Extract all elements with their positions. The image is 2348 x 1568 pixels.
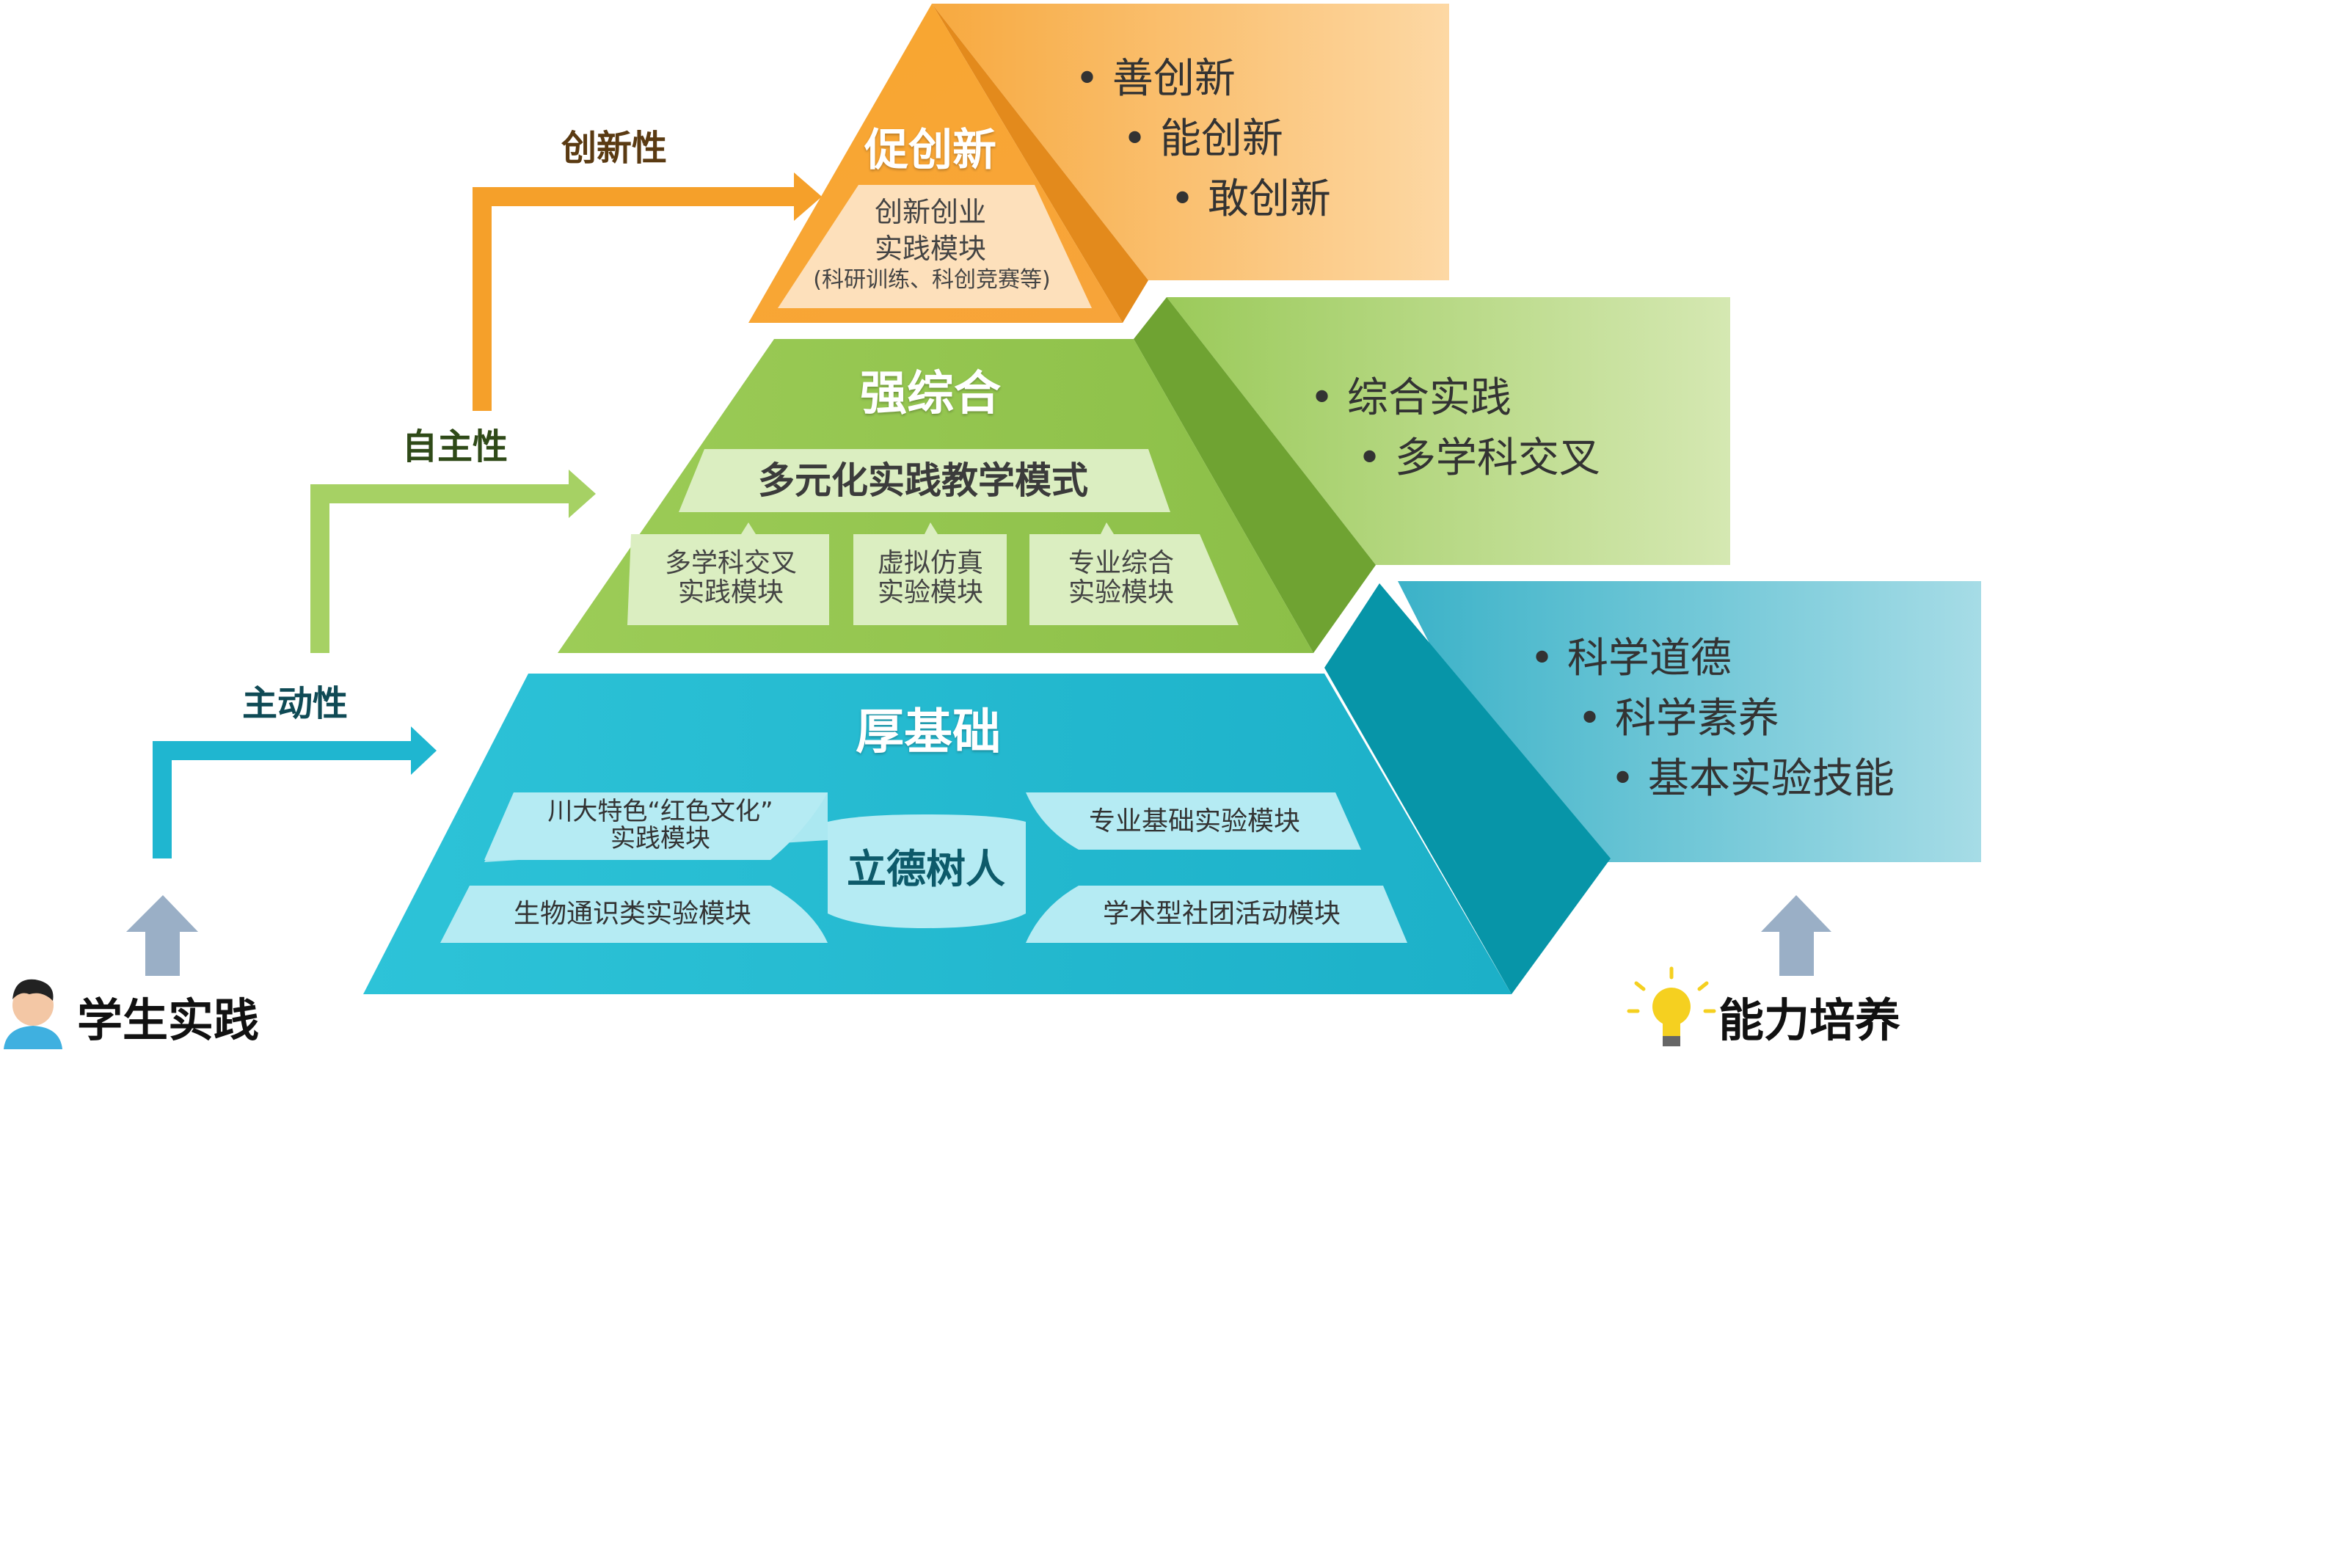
- top-module-line3: (科研训练、科创竞赛等): [813, 267, 1051, 293]
- footer-right-label: 能力培养: [1718, 993, 1901, 1047]
- right-up-arrow: [1761, 895, 1831, 976]
- top-side-panel: [932, 4, 1449, 280]
- step-label-2: 自主性: [402, 426, 508, 467]
- middle-tier-title: 强综合: [860, 367, 1001, 421]
- middle-module-1: 多学科交叉实践模块: [664, 548, 797, 608]
- top-module-line1: 创新创业: [874, 196, 987, 228]
- middle-side-point-1: • 综合实践: [1310, 374, 1512, 422]
- footer-left-label: 学生实践: [77, 993, 260, 1047]
- bottom-side-point-1: • 科学道德: [1530, 635, 1732, 682]
- bottom-side-point-2: • 科学素养: [1578, 695, 1779, 743]
- student-icon: [4, 979, 62, 1049]
- top-tier-title: 促创新: [864, 125, 996, 176]
- bottom-tier-side: [1324, 583, 1611, 994]
- bottom-module-top-right: 专业基础实验模块: [1088, 806, 1301, 836]
- middle-mode-label: 多元化实践教学模式: [758, 459, 1088, 502]
- top-module-box: [778, 185, 1092, 308]
- middle-mode-banner: [679, 449, 1170, 512]
- bottom-module-bottom-right: 学术型社团活动模块: [1102, 899, 1341, 929]
- bottom-module-bottom-left: 生物通识类实验模块: [513, 899, 752, 929]
- left-up-arrow: [126, 895, 198, 976]
- bottom-tier-title: 厚基础: [856, 704, 1001, 760]
- top-side-point-3: • 敢创新: [1170, 175, 1331, 223]
- step-arrow-orange: [473, 172, 822, 411]
- top-side-point-2: • 能创新: [1123, 115, 1283, 163]
- bottom-center-label: 立德树人: [847, 846, 1005, 892]
- lightbulb-icon: [1627, 966, 1716, 1046]
- middle-side-panel: [1167, 297, 1730, 565]
- step-label-1: 主动性: [242, 683, 349, 724]
- bottom-module-top-left: 川大特色“红色文化”实践模块: [547, 797, 773, 854]
- top-tier-side: [932, 4, 1148, 323]
- step-arrow-cyan: [153, 726, 437, 858]
- step-label-3: 创新性: [561, 128, 668, 169]
- top-side-point-1: • 善创新: [1075, 55, 1236, 103]
- middle-tier-side: [1134, 297, 1376, 653]
- top-module-line2: 实践模块: [874, 233, 987, 265]
- middle-module-2: 虚拟仿真实验模块: [877, 548, 983, 608]
- middle-side-point-2: • 多学科交叉: [1357, 434, 1600, 482]
- step-arrow-green: [310, 470, 596, 653]
- bottom-side-point-3: • 基本实验技能: [1611, 755, 1895, 803]
- middle-module-3: 专业综合实验模块: [1068, 548, 1174, 608]
